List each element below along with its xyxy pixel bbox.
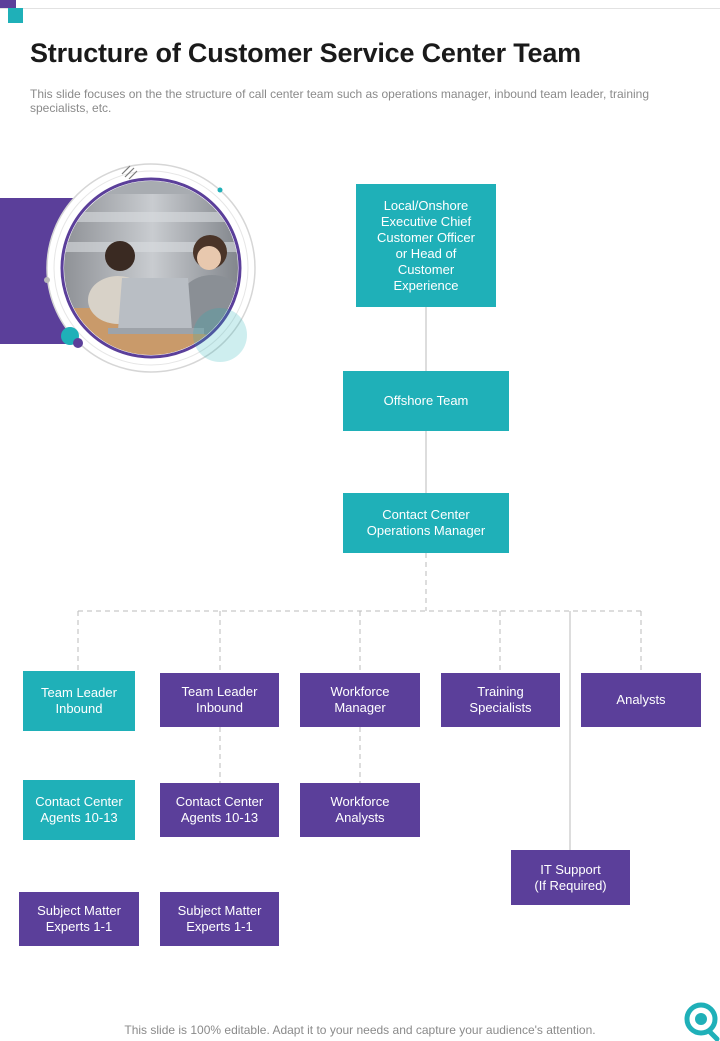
org-box-training-specialists: Training Specialists <box>441 673 560 727</box>
org-box-workforce-manager: Workforce Manager <box>300 673 420 727</box>
corner-accent-teal <box>8 8 23 23</box>
top-rule <box>0 8 720 9</box>
org-box-sme-1: Subject Matter Experts 1-1 <box>19 892 139 946</box>
org-box-agents-2: Contact Center Agents 10-13 <box>160 783 279 837</box>
org-box-it-support: IT Support (If Required) <box>511 850 630 905</box>
headset-logo-icon <box>684 1002 720 1041</box>
org-box-operations-manager: Contact Center Operations Manager <box>343 493 509 553</box>
page-title: Structure of Customer Service Center Tea… <box>30 38 581 68</box>
corner-accent-purple <box>0 0 16 8</box>
org-box-analysts: Analysts <box>581 673 701 727</box>
page-subtitle: This slide focuses on the the structure … <box>30 87 650 115</box>
org-box-agents-1: Contact Center Agents 10-13 <box>23 780 135 840</box>
org-box-sme-2: Subject Matter Experts 1-1 <box>160 892 279 946</box>
footer-note: This slide is 100% editable. Adapt it to… <box>124 1023 596 1037</box>
org-box-head-of-cx: Local/Onshore Executive Chief Customer O… <box>356 184 496 307</box>
team-photo-illustration <box>44 163 256 373</box>
org-box-offshore-team: Offshore Team <box>343 371 509 431</box>
org-box-team-leader-inbound-1: Team Leader Inbound <box>23 671 135 731</box>
org-box-workforce-analysts: Workforce Analysts <box>300 783 420 837</box>
org-box-team-leader-inbound-2: Team Leader Inbound <box>160 673 279 727</box>
